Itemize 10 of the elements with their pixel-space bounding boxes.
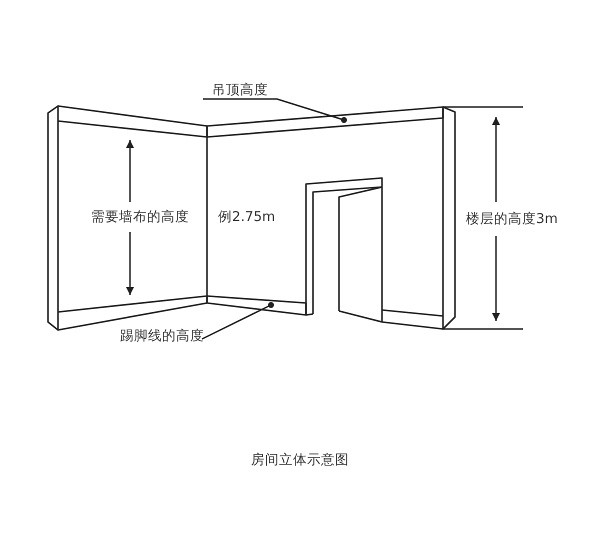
leader-line <box>202 302 274 340</box>
dimension-label: 楼层的高度3m <box>466 210 558 228</box>
leader-line <box>203 98 347 123</box>
ceiling-molding <box>207 107 443 137</box>
callout-label: 踢脚线的高度 <box>120 327 202 345</box>
dimension-label: 需要墙布的高度 <box>91 208 189 226</box>
figure-caption: 房间立体示意图 <box>251 451 349 469</box>
baseboard <box>207 296 306 315</box>
callout-label: 吊顶高度 <box>203 81 277 99</box>
note-text: 例2.75m <box>218 208 276 226</box>
